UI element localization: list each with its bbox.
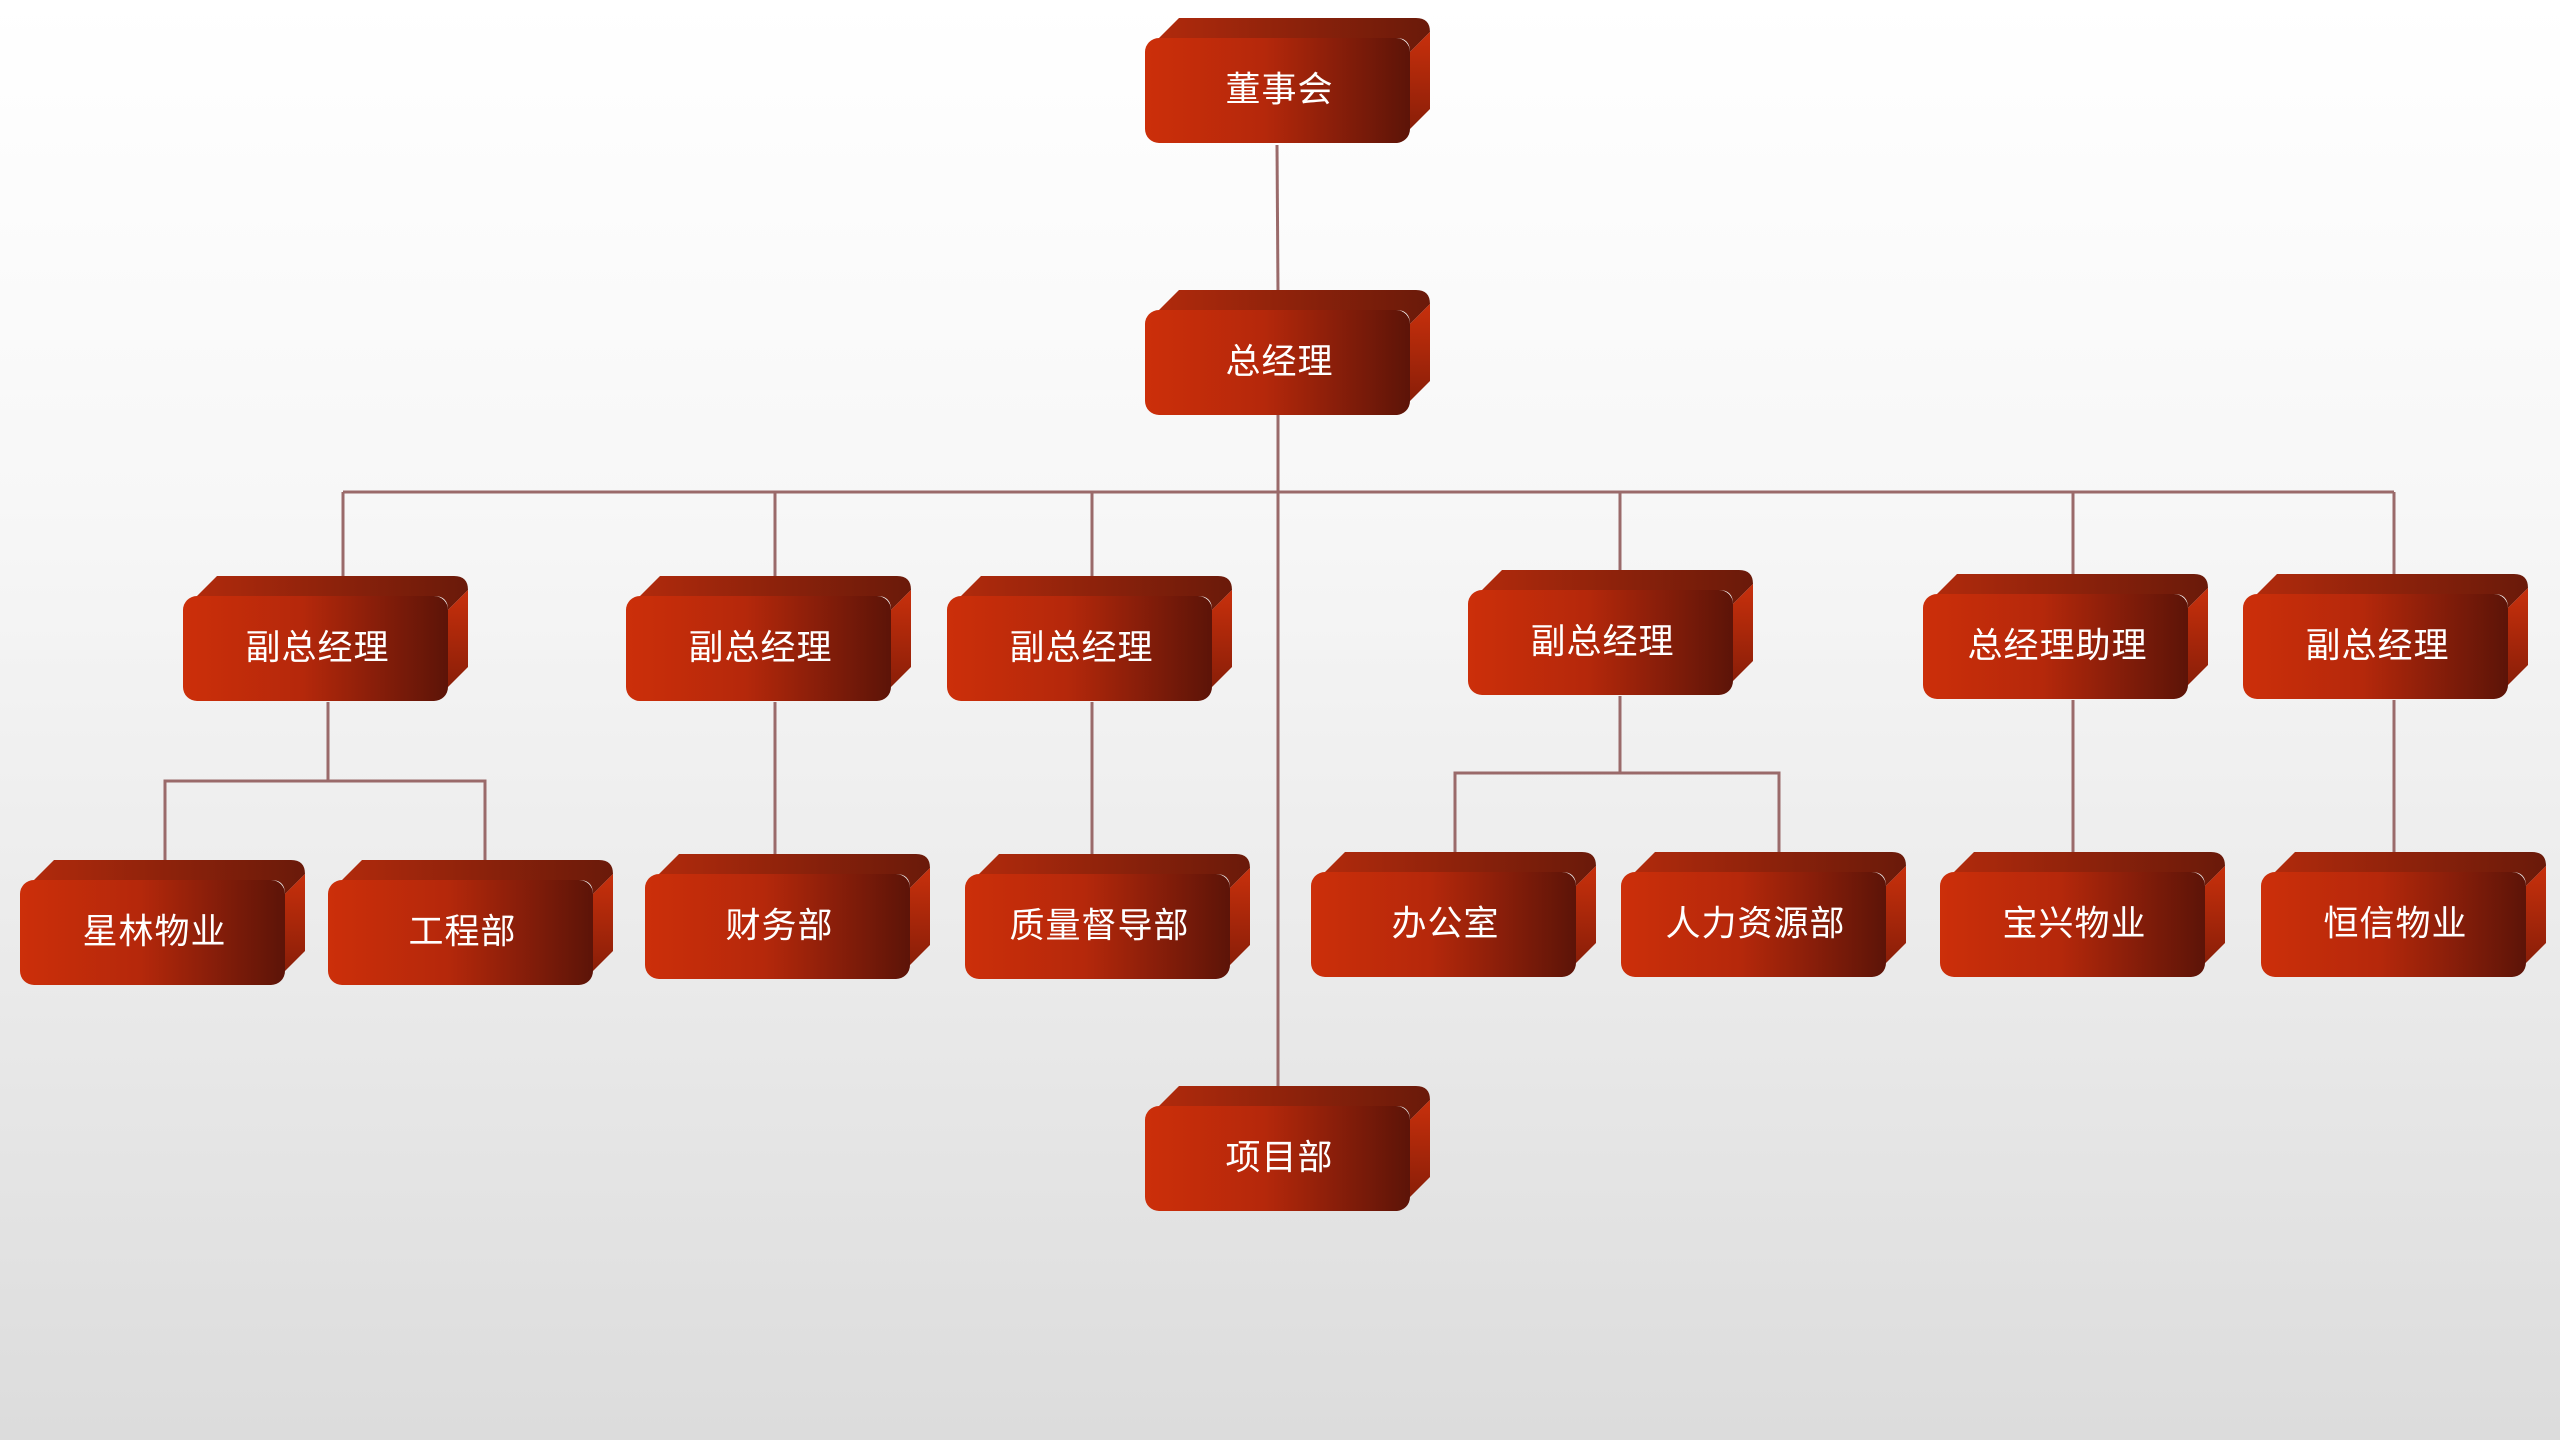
node-top-bevel: [979, 854, 1250, 888]
node-side-bevel: [910, 868, 930, 965]
node-label: 副总经理: [1009, 629, 1153, 669]
node-side-bevel: [2188, 588, 2208, 685]
node-office: 办公室: [1311, 852, 1596, 977]
node-side-bevel: [1576, 866, 1596, 963]
node-face: [1923, 594, 2188, 699]
node-side-bevel: [1733, 584, 1753, 681]
node-engineering: 工程部: [328, 860, 613, 985]
node-gm-assistant: 总经理助理: [1923, 574, 2208, 699]
node-top-bevel: [2257, 574, 2528, 608]
node-gm: 总经理: [1145, 290, 1430, 415]
node-label: 财务部: [725, 907, 833, 947]
node-face: [1145, 38, 1410, 143]
node-top-bevel: [1325, 852, 1596, 886]
node-projects: 项目部: [1145, 1086, 1430, 1211]
node-finance: 财务部: [645, 854, 930, 979]
node-side-bevel: [1230, 868, 1250, 965]
node-side-bevel: [2526, 866, 2546, 963]
node-top-bevel: [961, 576, 1232, 610]
connector-board-gm: [1275, 144, 1280, 294]
node-side-bevel: [1410, 1100, 1430, 1197]
node-top-bevel: [1159, 290, 1430, 324]
node-face: [1940, 872, 2205, 977]
node-vp4: 副总经理: [1468, 570, 1753, 695]
node-face: [1621, 872, 1886, 977]
node-label: 总经理助理: [1967, 627, 2147, 667]
node-label: 副总经理: [688, 629, 832, 669]
node-vp5: 副总经理: [2243, 574, 2528, 699]
node-face: [947, 596, 1212, 701]
node-top-bevel: [659, 854, 930, 888]
node-hr: 人力资源部: [1621, 852, 1906, 977]
node-hengxin: 恒信物业: [2261, 852, 2546, 977]
node-face: [2261, 872, 2526, 977]
node-face: [1311, 872, 1576, 977]
node-top-bevel: [2275, 852, 2546, 886]
node-label: 副总经理: [245, 629, 389, 669]
node-qa: 质量督导部: [965, 854, 1250, 979]
node-side-bevel: [1410, 304, 1430, 401]
node-label: 总经理: [1225, 343, 1333, 383]
node-label: 人力资源部: [1665, 905, 1845, 945]
node-face: [1145, 1106, 1410, 1211]
node-face: [965, 874, 1230, 979]
node-label: 办公室: [1391, 905, 1499, 945]
node-top-bevel: [1159, 18, 1430, 52]
node-label: 星林物业: [82, 913, 226, 953]
node-face: [183, 596, 448, 701]
node-face: [20, 880, 285, 985]
node-top-bevel: [1482, 570, 1753, 604]
node-side-bevel: [285, 874, 305, 971]
node-face: [2243, 594, 2508, 699]
node-top-bevel: [640, 576, 911, 610]
node-xinglin: 星林物业: [20, 860, 305, 985]
node-side-bevel: [1410, 32, 1430, 129]
node-top-bevel: [197, 576, 468, 610]
node-label: 副总经理: [1530, 623, 1674, 663]
node-side-bevel: [1886, 866, 1906, 963]
node-label: 工程部: [408, 913, 516, 953]
node-top-bevel: [1937, 574, 2208, 608]
node-top-bevel: [1159, 1086, 1430, 1120]
node-board: 董事会: [1145, 18, 1430, 143]
node-label: 宝兴物业: [2002, 905, 2146, 945]
node-top-bevel: [1954, 852, 2225, 886]
connector-lines: [163, 144, 2396, 1090]
node-top-bevel: [1635, 852, 1906, 886]
node-label: 恒信物业: [2323, 905, 2467, 945]
node-face: [1145, 310, 1410, 415]
node-side-bevel: [593, 874, 613, 971]
node-label: 项目部: [1225, 1139, 1333, 1179]
node-side-bevel: [891, 590, 911, 687]
node-side-bevel: [1212, 590, 1232, 687]
node-side-bevel: [2205, 866, 2225, 963]
node-label: 副总经理: [2305, 627, 2449, 667]
node-vp3: 副总经理: [947, 576, 1232, 701]
node-face: [328, 880, 593, 985]
node-side-bevel: [2508, 588, 2528, 685]
node-vp2: 副总经理: [626, 576, 911, 701]
node-top-bevel: [34, 860, 305, 894]
connector-vp1-bus: [163, 779, 487, 862]
node-side-bevel: [448, 590, 468, 687]
node-baoxing: 宝兴物业: [1940, 852, 2225, 977]
node-label: 质量督导部: [1009, 907, 1189, 947]
node-face: [626, 596, 891, 701]
connector-vp4-bus: [1453, 771, 1781, 858]
node-label: 董事会: [1225, 71, 1333, 111]
node-face: [645, 874, 910, 979]
node-face: [1468, 590, 1733, 695]
node-top-bevel: [342, 860, 613, 894]
node-vp1: 副总经理: [183, 576, 468, 701]
